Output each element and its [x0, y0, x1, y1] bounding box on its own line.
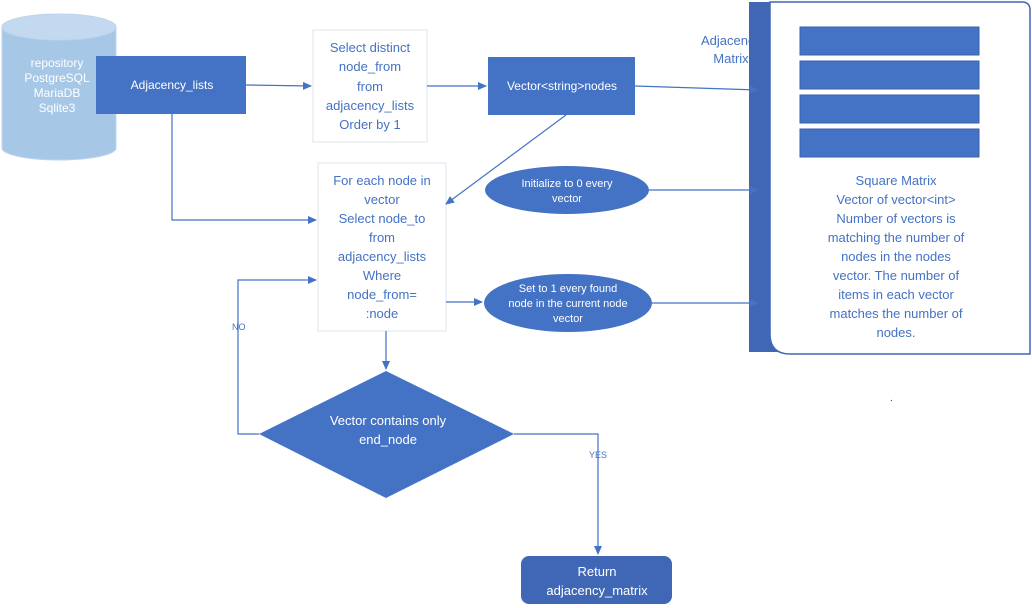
select-distinct-line-2: node_from — [339, 59, 401, 74]
arrow-yes-to-return — [514, 433, 602, 555]
foreach-line-7: node_from= — [347, 287, 417, 302]
arrow-lists-to-foreach — [171, 114, 317, 224]
foreach-line-8: :node — [366, 306, 399, 321]
matrix-row-2 — [799, 60, 980, 90]
foreach-line-6: Where — [363, 268, 401, 283]
database-line-2: PostgreSQL — [24, 71, 90, 85]
decision-diamond — [259, 371, 514, 498]
database-line-3: MariaDB — [34, 86, 81, 100]
select-distinct-line-4: adjacency_lists — [326, 98, 415, 113]
set-line-2: node in the current node — [508, 298, 627, 310]
select-distinct-line-5: Order by 1 — [339, 117, 400, 132]
foreach-line-3: Select node_to — [339, 211, 426, 226]
matrix-desc-line-7: items in each vector — [838, 287, 954, 302]
matrix-row-3 — [799, 94, 980, 124]
matrix-desc-line-5: nodes in the nodes — [841, 249, 951, 264]
vector-nodes-box — [488, 57, 635, 115]
adjacency-matrix-label-line-2: Matrix — [713, 51, 749, 66]
select-distinct-line-3: from — [357, 79, 383, 94]
foreach-line-4: from — [369, 230, 395, 245]
select-distinct-line-1: Select distinct — [330, 40, 411, 55]
adjacency-matrix-label-line-1: Adjacency — [701, 33, 761, 48]
decision-line-1: Vector contains only — [330, 413, 447, 428]
arrow-lists-to-select — [245, 81, 312, 90]
initialize-ellipse — [485, 166, 649, 214]
matrix-desc-line-3: Number of vectors is — [836, 211, 956, 226]
database-cylinder — [1, 13, 117, 161]
yes-label: YES — [589, 450, 607, 460]
return-line-2: adjacency_matrix — [546, 583, 648, 598]
decision-line-2: end_node — [359, 432, 417, 447]
foreach-line-5: adjacency_lists — [338, 249, 427, 264]
arrow-vector-to-matrix — [634, 85, 759, 94]
initialize-line-1: Initialize to 0 every — [521, 178, 613, 190]
arrow-no-loop — [237, 276, 317, 435]
matrix-desc-line-4: matching the number of — [828, 230, 965, 245]
arrow-vector-to-foreach — [445, 114, 567, 205]
foreach-box — [317, 162, 447, 332]
return-line-1: Return — [577, 564, 616, 579]
select-distinct-box — [312, 29, 428, 143]
database-line-4: Sqlite3 — [39, 101, 76, 115]
set-ellipse — [484, 274, 652, 332]
foreach-line-2: vector — [364, 192, 400, 207]
initialize-line-2: vector — [552, 193, 582, 205]
matrix-desc-line-2: Vector of vector<int> — [836, 192, 955, 207]
matrix-row-4 — [799, 128, 980, 158]
set-line-3: vector — [553, 313, 583, 325]
adjacency-lists-label: Adjacency_lists — [131, 78, 214, 92]
set-line-1: Set to 1 every found — [519, 283, 617, 295]
matrix-desc-line-9: nodes. — [876, 325, 915, 340]
database-line-1: repository — [31, 56, 84, 70]
matrix-desc-line-8: matches the number of — [830, 306, 963, 321]
matrix-desc-line-1: Square Matrix — [856, 173, 937, 188]
matrix-row-1 — [799, 26, 980, 56]
stray-mark: . — [890, 393, 893, 404]
matrix-desc-line-6: vector. The number of — [833, 268, 960, 283]
adjacency-lists-box — [96, 56, 246, 114]
no-label: NO — [232, 322, 246, 332]
vector-nodes-label: Vector<string>nodes — [507, 79, 617, 93]
return-box — [521, 556, 672, 604]
foreach-line-1: For each node in — [333, 173, 431, 188]
